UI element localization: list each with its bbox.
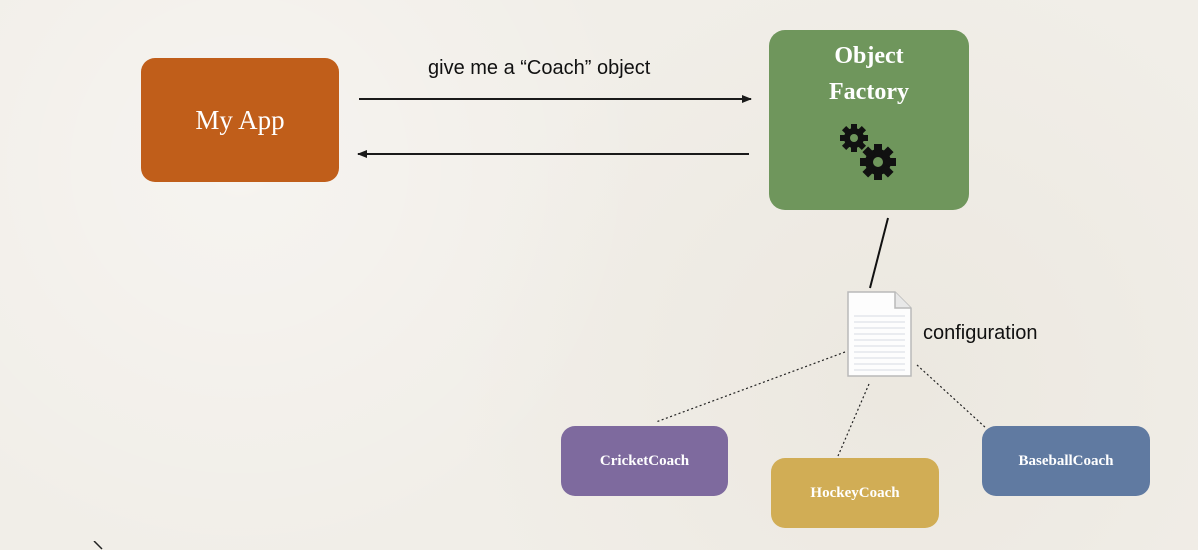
document-icon	[847, 291, 912, 377]
cricket-coach-label: CricketCoach	[599, 452, 690, 469]
factory-config-link	[869, 217, 889, 289]
config-cricket-link	[655, 351, 846, 423]
my-app-label: My App	[195, 104, 285, 135]
factory-title-line-2: Factory	[829, 79, 909, 105]
corner-mark	[93, 541, 103, 550]
hockey-coach-label: HockeyCoach	[810, 484, 900, 501]
gears-icon	[840, 124, 896, 180]
cricket-coach-box: CricketCoach	[561, 426, 728, 496]
baseball-coach-box: BaseballCoach	[982, 426, 1150, 496]
config-baseball-link	[916, 364, 987, 429]
factory-title-line-1: Object	[834, 43, 904, 69]
object-factory-box: Object Factory	[769, 30, 969, 210]
config-hockey-link	[837, 383, 870, 457]
my-app-box: My App	[141, 58, 339, 182]
configuration-label: configuration	[923, 322, 1038, 344]
baseball-coach-label: BaseballCoach	[1018, 452, 1114, 469]
request-label: give me a “Coach” object	[428, 57, 651, 79]
hockey-coach-box: HockeyCoach	[771, 458, 939, 528]
